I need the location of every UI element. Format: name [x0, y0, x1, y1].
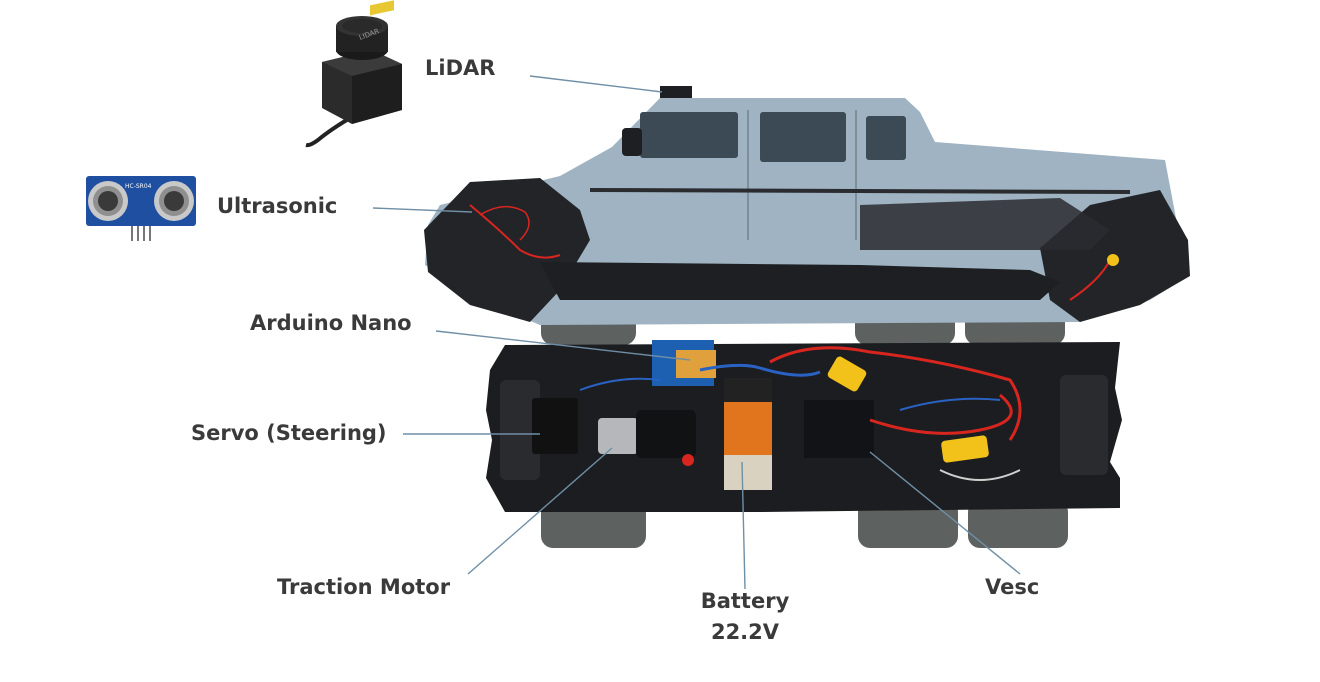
label-battery-voltage: 22.2V [710, 620, 780, 645]
label-battery: Battery 22.2V [690, 589, 800, 645]
ultrasonic-model-text: HC-SR04 [125, 183, 152, 190]
lidar-sensor-image: LIDAR [305, 0, 402, 148]
label-lidar: LiDAR [425, 56, 496, 80]
leader-line-motor [467, 447, 613, 575]
leader-line-arduino [435, 330, 691, 361]
label-battery-name: Battery [700, 589, 790, 613]
label-vesc: Vesc [985, 575, 1040, 599]
label-arduino-nano: Arduino Nano [250, 311, 412, 335]
rc-truck-image [424, 86, 1190, 548]
label-traction-motor: Traction Motor [277, 575, 451, 599]
label-servo-steering: Servo (Steering) [191, 421, 387, 445]
leader-line-lidar [529, 75, 663, 93]
ultrasonic-sensor-image: HC-SR04 [86, 176, 196, 241]
leader-line-ultrasonic [372, 207, 473, 213]
leader-lines [372, 75, 1021, 590]
label-ultrasonic: Ultrasonic [217, 194, 338, 218]
leader-line-vesc [869, 451, 1021, 575]
leader-line-battery [741, 461, 746, 590]
